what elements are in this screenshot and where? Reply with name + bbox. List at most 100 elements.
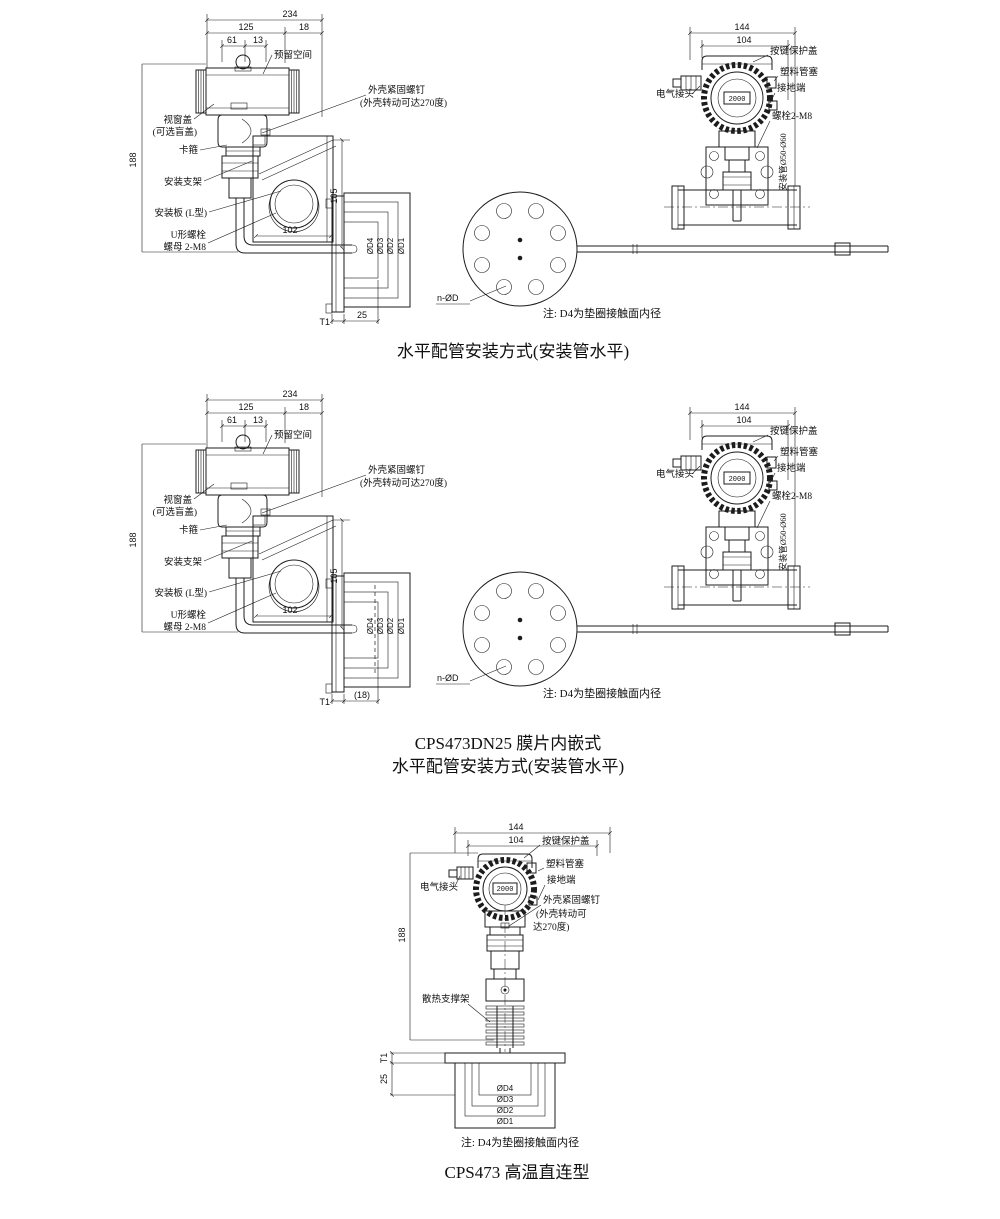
u-bolt-arc xyxy=(268,196,320,233)
flange-face-view: n-ØD xyxy=(436,571,889,687)
dim-center-offset: 13 xyxy=(253,35,263,45)
label-bolt-holes: n-ØD xyxy=(437,293,459,303)
label-electrical-connector: 电气接头 xyxy=(656,88,694,100)
mounting-bracket-front xyxy=(700,526,774,586)
label-housing-screw: 外壳紧固螺钉 xyxy=(368,84,426,96)
label-u-bolt: U形螺栓 xyxy=(171,609,207,621)
lcd-display xyxy=(723,471,751,485)
section2-title-line2: 水平配管安装方式(安装管水平) xyxy=(392,757,624,776)
label-bolt-2m8: 螺栓2-M8 xyxy=(772,110,812,122)
lcd-display xyxy=(492,882,518,895)
label-window-cover-option: (可选盲盖) xyxy=(153,126,197,138)
section-horizontal-install: 188 234 125 18 61 13 预留空间 xyxy=(128,9,889,327)
label-mounting-bracket: 安装支架 xyxy=(164,556,203,568)
mounting-plate-side xyxy=(252,515,334,623)
dim-plate-width: 102 xyxy=(282,225,297,235)
dim-head-body-width: 104 xyxy=(508,835,523,845)
dim-plate-width: 102 xyxy=(282,605,297,615)
ground-lug xyxy=(528,896,538,906)
lcd-value: 2000 xyxy=(497,886,514,894)
label-electrical-connector: 电气接头 xyxy=(420,881,458,893)
label-housing-screw: 外壳紧固螺钉 xyxy=(543,894,601,906)
label-housing-screw-note: (外壳转动可达270度) xyxy=(360,477,447,489)
label-clamp: 卡箍 xyxy=(179,524,199,536)
flange-section-view: ØD4 ØD3 ØD2 ØD1 xyxy=(444,1052,566,1129)
label-plastic-plug: 塑料管塞 xyxy=(780,446,819,458)
mounting-plate-side xyxy=(252,135,334,243)
note-d4: 注: D4为垫圈接触面内径 xyxy=(543,306,661,320)
dim-d1: ØD1 xyxy=(497,1117,514,1126)
label-window-cover-option: (可选盲盖) xyxy=(153,506,197,518)
ground-lug xyxy=(768,100,778,111)
label-housing-screw-note: (外壳转动可达270度) xyxy=(360,97,447,109)
transmitter-head-front: 2000 xyxy=(448,853,538,921)
label-housing-screw-note1: (外壳转动可 xyxy=(536,908,587,920)
dim-overall-width: 234 xyxy=(282,9,297,19)
label-key-protect-cover: 按键保护盖 xyxy=(542,835,590,847)
bracket-arm-lines xyxy=(258,519,337,561)
section-dn25-install: 188 234 125 18 61 13 预留空间 xyxy=(128,389,889,707)
transmitter-housing-side xyxy=(195,54,300,116)
transmitter-housing-side xyxy=(195,434,300,496)
dim-head-body-width: 104 xyxy=(736,415,751,425)
label-window-cover: 视窗盖 xyxy=(163,494,192,506)
label-plastic-plug: 塑料管塞 xyxy=(780,66,819,78)
dim-insert-depth: 25 xyxy=(379,1074,389,1084)
flange-side-view: ØD4 ØD3 ØD2 ØD1 xyxy=(325,192,411,314)
section-high-temp-direct: 144 104 188 2000 xyxy=(379,822,613,1182)
dim-reserve: 18 xyxy=(299,22,309,32)
transmitter-side-view: 188 234 125 18 61 13 预留空间 xyxy=(128,9,447,327)
dim-height: 188 xyxy=(128,532,138,547)
label-key-protect-cover: 按键保护盖 xyxy=(770,425,818,437)
label-u-bolt: U形螺栓 xyxy=(171,229,207,241)
dim-head-width: 144 xyxy=(734,402,749,412)
transmitter-side-view: 188 234 125 18 61 13 预留空间 xyxy=(128,389,447,707)
dim-body-width: 125 xyxy=(238,402,253,412)
label-housing-screw: 外壳紧固螺钉 xyxy=(368,464,426,476)
dim-center-offset: 13 xyxy=(253,415,263,425)
label-electrical-connector: 电气接头 xyxy=(656,468,694,480)
note-d4: 注: D4为垫圈接触面内径 xyxy=(461,1135,579,1149)
process-pipe xyxy=(664,565,810,610)
housing-set-screw xyxy=(260,128,271,136)
dim-head-width: 144 xyxy=(734,22,749,32)
label-clamp: 卡箍 xyxy=(179,144,199,156)
section1-title: 水平配管安装方式(安装管水平) xyxy=(397,342,629,361)
dim-d2: ØD2 xyxy=(386,617,395,634)
label-mounting-bracket: 安装支架 xyxy=(164,176,203,188)
label-ground-terminal: 接地端 xyxy=(777,82,806,94)
key-protect-cover xyxy=(477,853,533,868)
dim-height: 188 xyxy=(397,927,407,942)
label-bolt-2m8: 螺栓2-M8 xyxy=(772,490,812,502)
mounting-pipe-circle xyxy=(269,559,319,609)
sensor-tube-elbow xyxy=(235,198,358,254)
dim-overall-width: 234 xyxy=(282,389,297,399)
housing-knurled-ring xyxy=(701,62,773,134)
insertion-tube xyxy=(577,625,888,633)
clamp-ring xyxy=(225,526,261,537)
label-mounting-plate: 安装板 (L型) xyxy=(154,207,207,219)
label-reserved-space: 预留空间 xyxy=(274,49,312,61)
dim-d3: ØD3 xyxy=(376,237,385,254)
bracket-arm-lines xyxy=(258,139,337,181)
dim-head-body-width: 104 xyxy=(736,35,751,45)
dim-d1: ØD1 xyxy=(397,237,406,254)
dim-flange-thickness: T1 xyxy=(379,1053,389,1064)
clamp-ring xyxy=(225,146,261,157)
u-bolt-arc xyxy=(268,576,320,613)
label-u-bolt-nut: 螺母 2-M8 xyxy=(164,242,207,253)
dim-insert-depth: (18) xyxy=(354,690,370,700)
flange-side-view: ØD4 ØD3 ØD2 ØD1 xyxy=(325,572,411,694)
label-mounting-plate: 安装板 (L型) xyxy=(154,587,207,599)
key-protect-cover xyxy=(701,435,773,450)
lcd-value: 2000 xyxy=(729,96,746,104)
sensor-module xyxy=(217,114,271,148)
housing-knurled-ring xyxy=(701,442,773,514)
label-mounting-pipe: 安装管Ø50-Ø60 xyxy=(778,513,788,571)
tube-coupling xyxy=(834,242,851,256)
section2-title-line1: CPS473DN25 膜片内嵌式 xyxy=(415,734,602,753)
flange-face-view: n-ØD xyxy=(436,191,889,307)
housing-set-screw xyxy=(260,508,271,516)
